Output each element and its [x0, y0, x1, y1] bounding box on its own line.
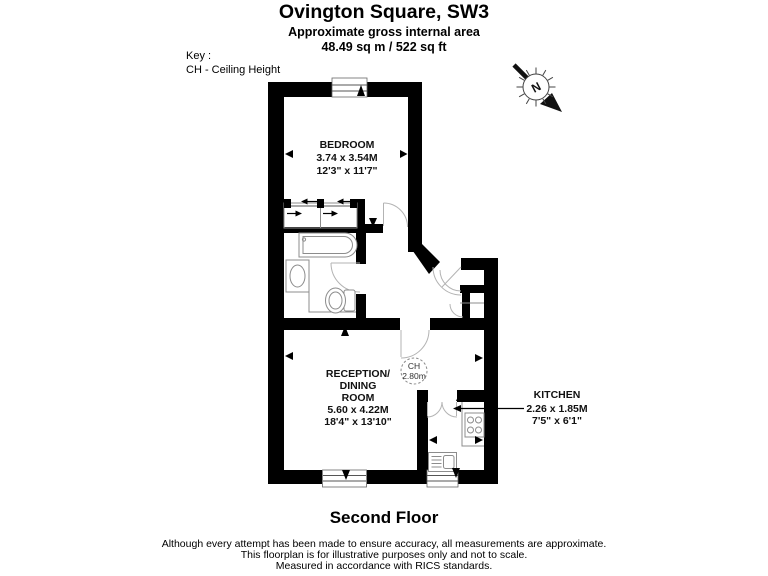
ceiling-height-value: 2.80m: [402, 371, 426, 381]
wall-cupboard-side: [462, 293, 470, 318]
dimension-arrow: [285, 150, 293, 158]
header: Ovington Square, SW3 Approximate gross i…: [0, 1, 768, 55]
ceiling-height-abbr: CH: [408, 361, 420, 371]
bedroom-closets: [283, 198, 358, 229]
bedroom-metric: 3.74 x 3.54M: [316, 152, 378, 164]
wall-diagonal-entry: [408, 244, 440, 274]
key-entry: CH - Ceiling Height: [186, 63, 281, 76]
windows: [322, 77, 459, 488]
kitchen-window: [426, 469, 459, 488]
page-title: Ovington Square, SW3: [278, 1, 490, 23]
reception-label-1: RECEPTION/: [326, 368, 390, 380]
wall-closet-right: [357, 199, 365, 230]
stove: [464, 412, 485, 438]
area-value: 48.49 sq m / 522 sq ft: [321, 40, 447, 54]
kitchen-counter: [461, 402, 484, 447]
key-block: Key : CH - Ceiling Height: [186, 50, 280, 77]
wall-kitchen-left: [417, 390, 428, 470]
kitchen-double-doors: [426, 401, 458, 418]
doors: [330, 202, 484, 418]
kitchen-leader: [453, 405, 524, 412]
wall-hall-divider-left: [268, 318, 400, 330]
hall-cupboard-doors: [439, 269, 484, 318]
bedroom-imperial: 12'3" x 11'7": [316, 165, 377, 177]
dimension-arrow: [452, 468, 460, 478]
disclaimer-line-3: Measured in accordance with RICS standar…: [275, 560, 493, 573]
kitchen-sink: [428, 452, 457, 472]
bathtub: [298, 232, 358, 258]
walls: [268, 82, 498, 484]
closet-slide-arrows: [287, 198, 354, 217]
wall-bottom-left: [268, 470, 322, 484]
wall-bedroom-right: [408, 82, 422, 252]
wall-under-closets: [284, 227, 364, 233]
reception-door: [400, 329, 430, 359]
dimension-arrow: [285, 352, 293, 360]
wall-kitchen-top-right: [457, 390, 498, 402]
reception-label-2: DINING: [340, 380, 377, 392]
subtitle: Approximate gross internal area: [288, 25, 480, 39]
compass-north-icon: N: [512, 63, 562, 112]
wall-cupboard-stub: [460, 285, 484, 293]
dimension-arrow: [475, 354, 483, 362]
reception-metric: 5.60 x 4.22M: [327, 404, 389, 416]
dimension-arrow: [475, 436, 483, 444]
floor-label: Second Floor: [329, 508, 439, 527]
bathroom-sink: [289, 264, 306, 288]
floorplan-drawing: BEDROOM 3.74 x 3.54M 12'3" x 11'7" RECEP…: [268, 63, 588, 488]
closet-jamb: [350, 199, 357, 208]
dimension-arrow: [342, 470, 350, 480]
dimension-arrows: [285, 85, 483, 480]
dimension-arrow: [357, 85, 365, 96]
reception-label-3: ROOM: [342, 392, 375, 404]
wall-hall-divider-right: [430, 318, 484, 330]
kitchen-label: KITCHEN: [534, 389, 581, 401]
dimension-arrow: [369, 218, 377, 227]
dimension-arrow: [456, 392, 464, 401]
bedroom-door: [383, 202, 408, 228]
wall-bathroom-right-lower: [356, 294, 366, 320]
bedroom-label: BEDROOM: [320, 139, 375, 151]
toilet: [325, 287, 356, 314]
disclaimer-line-2: This floorplan is for illustrative purpo…: [240, 549, 528, 562]
dimension-arrow: [341, 326, 349, 336]
disclaimer: Although every attempt has been made to …: [0, 538, 768, 573]
ceiling-height-badge: CH 2.80m: [400, 357, 428, 385]
wall-bathroom-right-upper: [356, 230, 366, 264]
kitchen-metric: 2.26 x 1.85M: [526, 403, 588, 415]
wall-left: [268, 82, 284, 484]
bathroom-fixtures: [285, 232, 358, 314]
compass-rays: [516, 67, 556, 107]
reception-imperial: 18'4" x 13'10": [324, 416, 392, 428]
key-label: Key :: [186, 50, 212, 62]
wall-bedroom-bottom: [364, 224, 383, 233]
room-labels: BEDROOM 3.74 x 3.54M 12'3" x 11'7" RECEP…: [316, 139, 588, 428]
dimension-arrow: [429, 436, 437, 444]
kitchen-imperial: 7'5" x 6'1": [532, 415, 582, 427]
dimension-arrow: [400, 150, 408, 158]
closet-jamb: [317, 199, 324, 208]
wall-bottom-right: [458, 470, 498, 484]
disclaimer-line-1: Although every attempt has been made to …: [161, 538, 607, 550]
closet-jamb: [284, 199, 291, 208]
wall-right: [484, 258, 498, 484]
kitchen-fixtures: [428, 402, 485, 472]
wall-bottom-mid: [367, 470, 427, 484]
